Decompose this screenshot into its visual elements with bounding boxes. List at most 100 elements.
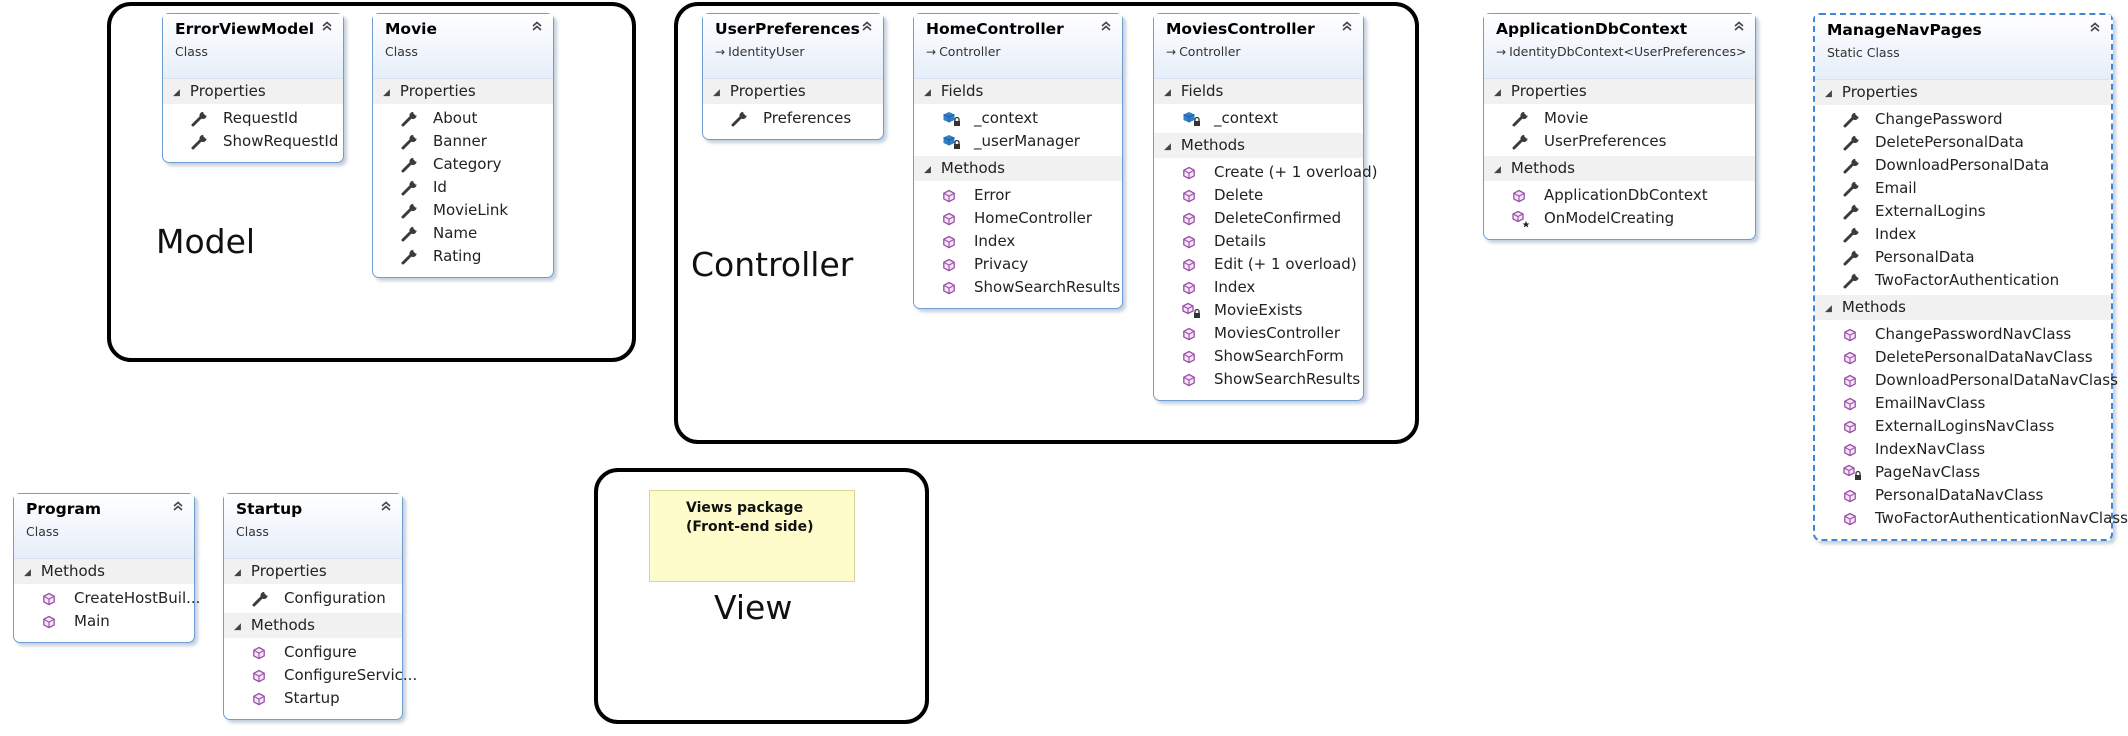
collapse-chevron-icon[interactable] [378, 498, 394, 514]
section-header-methods[interactable]: ◢Methods [1154, 133, 1363, 158]
member-movieexists[interactable]: MovieExists [1154, 299, 1363, 322]
class-moviescontroller[interactable]: MoviesController→Controller◢Fields_conte… [1153, 13, 1377, 401]
member-index[interactable]: Index [1154, 276, 1363, 299]
section-header-methods[interactable]: ◢Methods [1815, 295, 2111, 320]
expand-triangle-icon[interactable]: ◢ [1164, 142, 1171, 152]
member-downloadpersonaldatanavclass[interactable]: DownloadPersonalDataNavClass [1815, 369, 2118, 392]
member-showsearchform[interactable]: ShowSearchForm [1154, 345, 1363, 368]
member-configureservic[interactable]: ConfigureServic... [224, 664, 417, 687]
member-usermanager[interactable]: _userManager [914, 130, 1122, 153]
expand-triangle-icon[interactable]: ◢ [924, 88, 931, 98]
member-emailnavclass[interactable]: EmailNavClass [1815, 392, 2111, 415]
views-package-note[interactable]: Views package (Front-end side) [649, 490, 855, 582]
member-deletepersonaldatanavclass[interactable]: DeletePersonalDataNavClass [1815, 346, 2111, 369]
expand-triangle-icon[interactable]: ◢ [924, 165, 931, 175]
member-create-1-overload[interactable]: Create (+ 1 overload) [1154, 161, 1377, 184]
expand-triangle-icon[interactable]: ◢ [173, 88, 180, 98]
member-edit-1-overload[interactable]: Edit (+ 1 overload) [1154, 253, 1363, 276]
member-privacy[interactable]: Privacy [914, 253, 1122, 276]
member-moviescontroller[interactable]: MoviesController [1154, 322, 1363, 345]
section-header-properties[interactable]: ◢Properties [1815, 80, 2111, 105]
member-context[interactable]: _context [914, 107, 1122, 130]
member-createhostbuil[interactable]: CreateHostBuil... [14, 587, 200, 610]
member-externallogins[interactable]: ExternalLogins [1815, 200, 2111, 223]
member-pagenavclass[interactable]: PageNavClass [1815, 461, 2111, 484]
section-header-methods[interactable]: ◢Methods [914, 156, 1122, 181]
expand-triangle-icon[interactable]: ◢ [1825, 304, 1832, 314]
member-showrequestid[interactable]: ShowRequestId [163, 130, 343, 153]
member-twofactorauthentication[interactable]: TwoFactorAuthentication [1815, 269, 2111, 292]
member-personaldatanavclass[interactable]: PersonalDataNavClass [1815, 484, 2111, 507]
expand-triangle-icon[interactable]: ◢ [234, 568, 241, 578]
member-onmodelcreating[interactable]: OnModelCreating [1484, 207, 1755, 230]
member-error[interactable]: Error [914, 184, 1122, 207]
expand-triangle-icon[interactable]: ◢ [713, 88, 720, 98]
member-id[interactable]: Id [373, 176, 553, 199]
member-details[interactable]: Details [1154, 230, 1363, 253]
section-header-fields[interactable]: ◢Fields [1154, 79, 1363, 104]
collapse-chevron-icon[interactable] [1731, 18, 1747, 34]
collapse-chevron-icon[interactable] [1098, 18, 1114, 34]
member-deletepersonaldata[interactable]: DeletePersonalData [1815, 131, 2111, 154]
member-about[interactable]: About [373, 107, 553, 130]
member-category[interactable]: Category [373, 153, 553, 176]
member-movie[interactable]: Movie [1484, 107, 1755, 130]
member-userpreferences[interactable]: UserPreferences [1484, 130, 1755, 153]
member-email[interactable]: Email [1815, 177, 2111, 200]
collapse-chevron-icon[interactable] [319, 18, 335, 34]
member-movielink[interactable]: MovieLink [373, 199, 553, 222]
member-changepasswordnavclass[interactable]: ChangePasswordNavClass [1815, 323, 2111, 346]
collapse-chevron-icon[interactable] [859, 18, 875, 34]
member-name[interactable]: Name [373, 222, 553, 245]
member-index[interactable]: Index [1815, 223, 2111, 246]
collapse-chevron-icon[interactable] [529, 18, 545, 34]
section-header-methods[interactable]: ◢Methods [1484, 156, 1755, 181]
member-main[interactable]: Main [14, 610, 194, 633]
expand-triangle-icon[interactable]: ◢ [1825, 89, 1832, 99]
section-header-properties[interactable]: ◢Properties [703, 79, 883, 104]
member-twofactorauthenticationnavclass[interactable]: TwoFactorAuthenticationNavClass [1815, 507, 2128, 530]
member-configure[interactable]: Configure [224, 641, 402, 664]
expand-triangle-icon[interactable]: ◢ [234, 622, 241, 632]
member-showsearchresults[interactable]: ShowSearchResults [914, 276, 1122, 299]
expand-triangle-icon[interactable]: ◢ [24, 568, 31, 578]
section-header-properties[interactable]: ◢Properties [1484, 79, 1755, 104]
class-header[interactable]: UserPreferences→IdentityUser [703, 14, 883, 79]
section-header-properties[interactable]: ◢Properties [163, 79, 343, 104]
member-externalloginsnavclass[interactable]: ExternalLoginsNavClass [1815, 415, 2111, 438]
member-configuration[interactable]: Configuration [224, 587, 402, 610]
member-startup[interactable]: Startup [224, 687, 402, 710]
member-deleteconfirmed[interactable]: DeleteConfirmed [1154, 207, 1363, 230]
expand-triangle-icon[interactable]: ◢ [1494, 165, 1501, 175]
member-requestid[interactable]: RequestId [163, 107, 343, 130]
member-applicationdbcontext[interactable]: ApplicationDbContext [1484, 184, 1755, 207]
class-homecontroller[interactable]: HomeController→Controller◢Fields _context… [913, 13, 1123, 309]
member-preferences[interactable]: Preferences [703, 107, 883, 130]
member-rating[interactable]: Rating [373, 245, 553, 268]
section-header-methods[interactable]: ◢Methods [224, 613, 402, 638]
member-indexnavclass[interactable]: IndexNavClass [1815, 438, 2111, 461]
class-header[interactable]: ApplicationDbContext→IdentityDbContext<U… [1484, 14, 1755, 79]
section-header-properties[interactable]: ◢Properties [373, 79, 553, 104]
member-context[interactable]: _context [1154, 107, 1363, 130]
class-header[interactable]: HomeController→Controller [914, 14, 1122, 79]
section-header-fields[interactable]: ◢Fields [914, 79, 1122, 104]
section-header-methods[interactable]: ◢Methods [14, 559, 194, 584]
member-personaldata[interactable]: PersonalData [1815, 246, 2111, 269]
expand-triangle-icon[interactable]: ◢ [1494, 88, 1501, 98]
member-homecontroller[interactable]: HomeController [914, 207, 1122, 230]
member-changepassword[interactable]: ChangePassword [1815, 108, 2111, 131]
member-showsearchresults[interactable]: ShowSearchResults [1154, 368, 1363, 391]
expand-triangle-icon[interactable]: ◢ [383, 88, 390, 98]
member-delete[interactable]: Delete [1154, 184, 1363, 207]
